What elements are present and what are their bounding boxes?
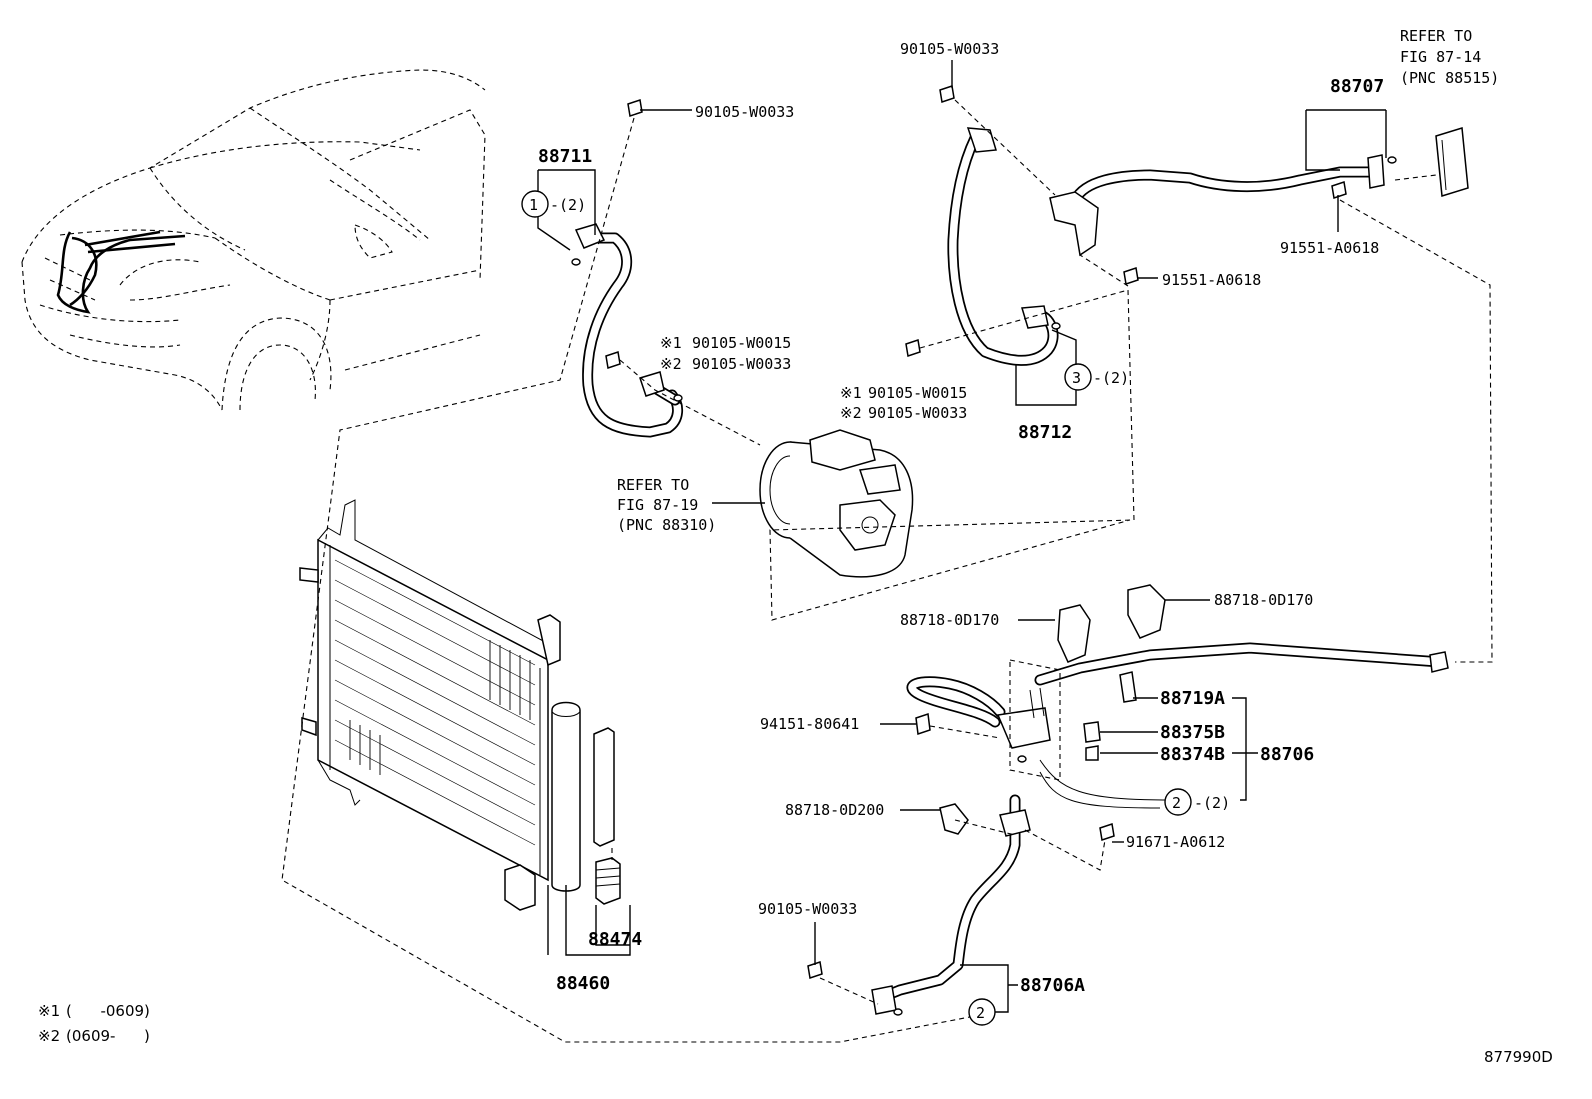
label-88718-0D200: 88718-0D200 [785, 801, 884, 819]
callout-circle-2b-text: 2 [976, 1004, 985, 1022]
compressor [759, 429, 914, 578]
label-88711: 88711 [538, 146, 592, 167]
mark-1-a: ※1 [660, 334, 682, 352]
leader-lines [537, 60, 1387, 1013]
refer-compressor-line3: (PNC 88310) [617, 516, 716, 534]
callout-circle-1-text: 1 [529, 196, 538, 214]
pipe-88707 [1049, 127, 1469, 257]
drawing-id: 877990D [1484, 1048, 1553, 1066]
refer-valve-line1: REFER TO [1400, 27, 1472, 45]
mark-2-a: ※2 [660, 355, 682, 373]
label-88706A: 88706A [1020, 975, 1085, 996]
label-90105-W0033-c: 90105-W0033 [900, 40, 999, 58]
label-90105-W0033-d: 90105-W0033 [692, 355, 791, 373]
label-94151-80641: 94151-80641 [760, 715, 859, 733]
label-88707: 88707 [1330, 76, 1384, 97]
footnote-2-text: (0609- ) [66, 1027, 150, 1045]
liquid-pipe-88706 [906, 642, 1449, 809]
callout-qty-3: -(2) [1093, 369, 1129, 387]
label-90105-W0033-a: 90105-W0033 [695, 103, 794, 121]
callout-circle-2a-text: 2 [1172, 794, 1181, 812]
callout-circle-2b [968, 998, 996, 1026]
label-91551-A0618-a: 91551-A0618 [1280, 239, 1379, 257]
hose-88706A [871, 794, 1031, 1016]
label-88460: 88460 [556, 973, 610, 994]
mark-2-b: ※2 [840, 404, 862, 422]
label-88712: 88712 [1018, 422, 1072, 443]
label-88375B: 88375B [1160, 722, 1225, 743]
footnote-2-mark: ※2 [38, 1027, 60, 1045]
label-88718-0D170-a: 88718-0D170 [900, 611, 999, 629]
vehicle-illustration [21, 69, 486, 411]
callout-circle-1 [521, 190, 549, 218]
label-90105-W0015-b: 90105-W0015 [868, 384, 967, 402]
footnote-1-text: ( -0609) [66, 1002, 150, 1020]
clamps [939, 584, 1166, 835]
label-88719A: 88719A [1160, 688, 1225, 709]
refer-valve-line3: (PNC 88515) [1400, 69, 1499, 87]
connection-lines [281, 99, 1493, 1043]
refer-compressor-line2: FIG 87-19 [617, 496, 698, 514]
condenser-assembly [299, 499, 621, 911]
label-88706: 88706 [1260, 744, 1314, 765]
callout-circle-2a [1164, 788, 1192, 816]
callout-circle-3-text: 3 [1072, 369, 1081, 387]
label-88474: 88474 [588, 929, 642, 950]
footnotes: ※1 ( -0609) ※2 (0609- ) 877990D [38, 1002, 1553, 1066]
callout-circles: 1 -(2) 3 -(2) 2 -(2) 2 [521, 190, 1230, 1026]
label-88374B: 88374B [1160, 744, 1225, 765]
suction-hose-88712 [947, 127, 1061, 366]
label-90105-W0033-b: 90105-W0033 [758, 900, 857, 918]
discharge-hose-88711 [571, 223, 683, 438]
label-88718-0D170-b: 88718-0D170 [1214, 591, 1313, 609]
refer-valve-line2: FIG 87-14 [1400, 48, 1481, 66]
callout-qty-1: -(2) [550, 196, 586, 214]
label-91551-A0618-b: 91551-A0618 [1162, 271, 1261, 289]
label-91671-A0612: 91671-A0612 [1126, 833, 1225, 851]
bolts [605, 85, 1347, 979]
label-90105-W0015-a: 90105-W0015 [692, 334, 791, 352]
callout-qty-2: -(2) [1194, 794, 1230, 812]
mark-1-b: ※1 [840, 384, 862, 402]
callout-circle-3 [1064, 363, 1092, 391]
footnote-1-mark: ※1 [38, 1002, 60, 1020]
part-labels: 90105-W0033 88711 ※1 90105-W0015 ※2 9010… [538, 27, 1499, 996]
label-90105-W0033-e: 90105-W0033 [868, 404, 967, 422]
refer-compressor-line1: REFER TO [617, 476, 689, 494]
